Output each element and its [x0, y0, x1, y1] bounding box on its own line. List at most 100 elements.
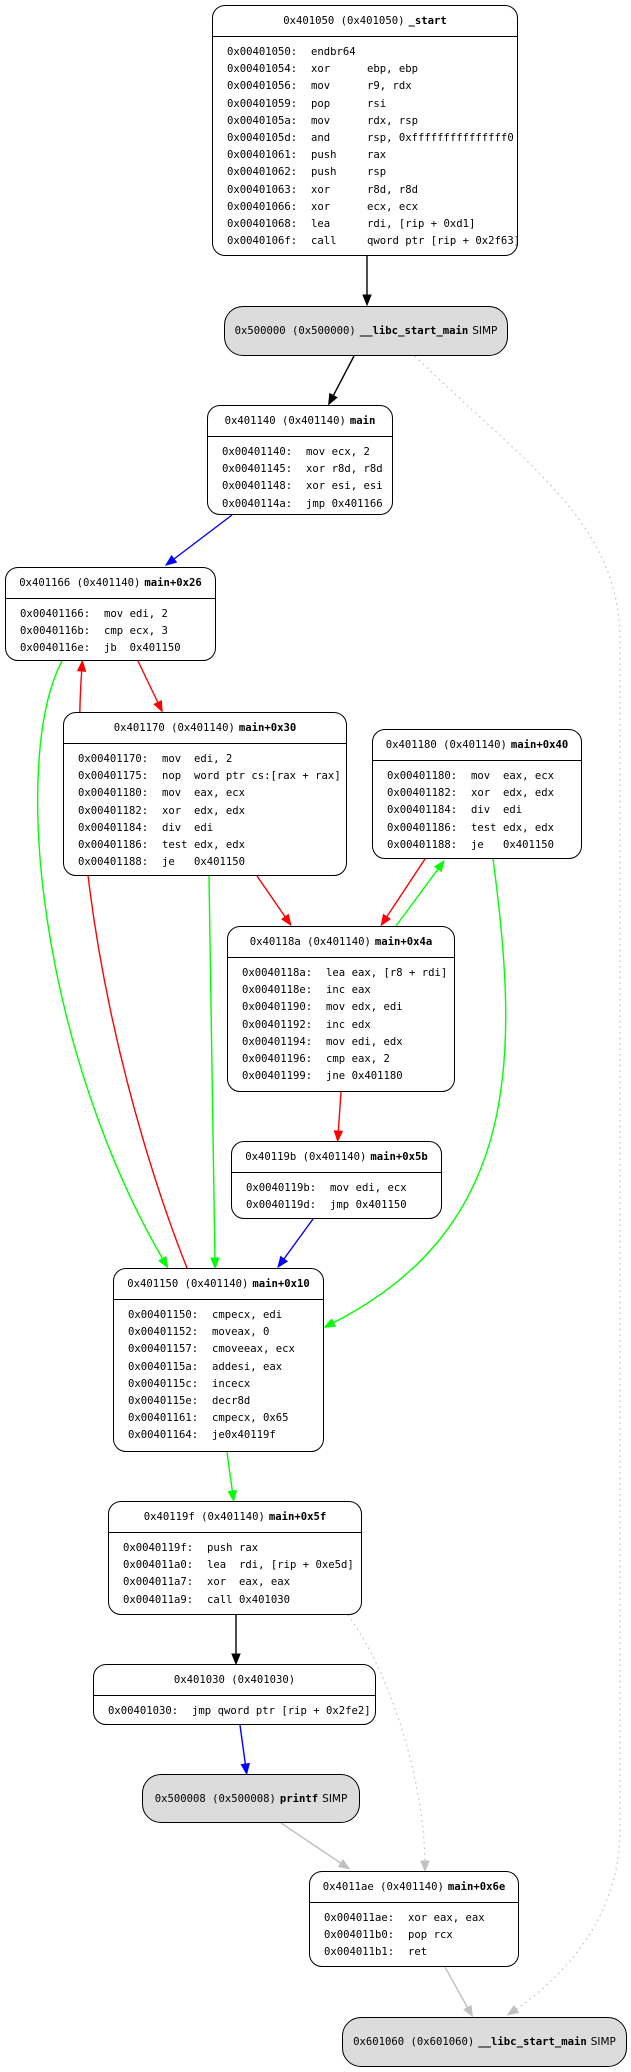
instruction-operands: edx, edx	[194, 804, 246, 817]
block-symbol: main+0x6e	[447, 1881, 506, 1893]
instruction-address: 0x00401166:	[20, 608, 91, 620]
instruction-mnemonic: lea	[207, 1559, 227, 1572]
instruction-address: 0x004011a0:	[123, 1559, 194, 1572]
instruction-mnemonic: jmp	[330, 1199, 350, 1212]
instruction-operands: ecx, ecx	[367, 200, 419, 213]
arrowhead	[164, 554, 178, 566]
instruction-address: 0x00401199:	[242, 1070, 313, 1083]
edge-start-to-libc	[362, 256, 372, 307]
edge-main26-to-main30	[137, 660, 163, 713]
instruction-mnemonic: dec	[212, 1394, 232, 1407]
instruction-address: 0x004011b0:	[324, 1929, 395, 1942]
instruction-address: 0x00401170:	[78, 753, 149, 765]
arrowhead	[280, 913, 292, 927]
instruction-mnemonic: mov	[471, 770, 491, 782]
instruction-mnemonic: xor	[162, 804, 182, 817]
instruction-operands: ecx, edi	[231, 1309, 283, 1321]
instruction-operands: eax, ecx	[194, 787, 246, 800]
instruction-address: 0x0040115c:	[128, 1377, 199, 1390]
block-address: 0x601060 (0x601060)	[353, 2036, 475, 2048]
block-header: 0x40118a (0x401140)main+0x4a	[228, 927, 454, 958]
instruction-operands: qword ptr [rip + 0x2f63]	[367, 235, 521, 248]
instruction-operands: edx, edx	[503, 787, 555, 800]
instruction-address: 0x00401148:	[222, 480, 293, 493]
arrowhead	[506, 2005, 520, 2016]
block-symbol: __libc_start_main	[359, 325, 469, 337]
instruction-mnemonic: test	[471, 821, 497, 834]
block-header: 0x401180 (0x401140)main+0x40	[373, 730, 581, 761]
instruction-address: 0x0040118e:	[242, 984, 313, 997]
instruction-operands: edx	[351, 1018, 371, 1031]
simprocedure-tag: SIMP	[590, 2036, 616, 2048]
instruction-line: 0x00401050:endbr64	[213, 44, 517, 61]
block-header: 0x401050 (0x401050)_start	[213, 6, 517, 37]
instruction-address: 0x00401157:	[128, 1343, 199, 1356]
instruction-mnemonic: inc	[326, 1018, 346, 1031]
instruction-address: 0x00401186:	[78, 838, 149, 851]
instruction-operands: 0x401180	[351, 1070, 403, 1083]
edge-main5f-to-plt	[231, 1615, 241, 1666]
block-symbol: main+0x26	[144, 577, 202, 589]
instruction-mnemonic: xor	[311, 200, 331, 213]
instruction-address: 0x0040115a:	[128, 1360, 199, 1373]
instruction-operands: edi, 2	[129, 608, 168, 620]
instruction-mnemonic: xor	[207, 1576, 227, 1589]
instruction-mnemonic: cmp	[212, 1309, 232, 1321]
instruction-address: 0x00401180:	[78, 787, 149, 800]
arrowhead	[231, 1653, 241, 1666]
block-symbol: main+0x5b	[370, 1151, 428, 1163]
arrowhead	[328, 392, 338, 406]
block-symbol: __libc_start_main	[478, 2036, 587, 2048]
instruction-operands: r8d, r8d	[367, 183, 419, 196]
edge-main4a-to-main40	[395, 859, 445, 927]
instruction-mnemonic: mov	[104, 608, 124, 620]
instruction-operands: esi, esi	[331, 480, 383, 493]
instruction-mnemonic: inc	[326, 984, 346, 997]
instruction-mnemonic: lea	[326, 967, 346, 979]
instruction-operands: 0x401150	[129, 642, 181, 655]
instruction-address: 0x004011a9:	[123, 1593, 194, 1606]
instruction-address: 0x0040116b:	[20, 625, 91, 638]
instruction-operands: rdi, [rip + 0xe5d]	[239, 1559, 354, 1572]
instruction-operands: 0x40119f	[224, 1429, 276, 1442]
edge-main5b-to-main10	[277, 1218, 314, 1269]
instruction-line: 0x0040115a:addesi, eax	[114, 1359, 323, 1376]
instruction-operands: esi, eax	[231, 1360, 283, 1373]
instruction-mnemonic: jne	[326, 1070, 346, 1083]
instruction-mnemonic: cmove	[212, 1343, 244, 1356]
instruction-operands: rsi	[367, 97, 387, 110]
instruction-address: 0x00401184:	[78, 821, 149, 834]
instruction-operands: eax, eax	[239, 1576, 291, 1589]
arrowhead	[337, 1858, 351, 1870]
instruction-mnemonic: mov	[306, 446, 326, 458]
